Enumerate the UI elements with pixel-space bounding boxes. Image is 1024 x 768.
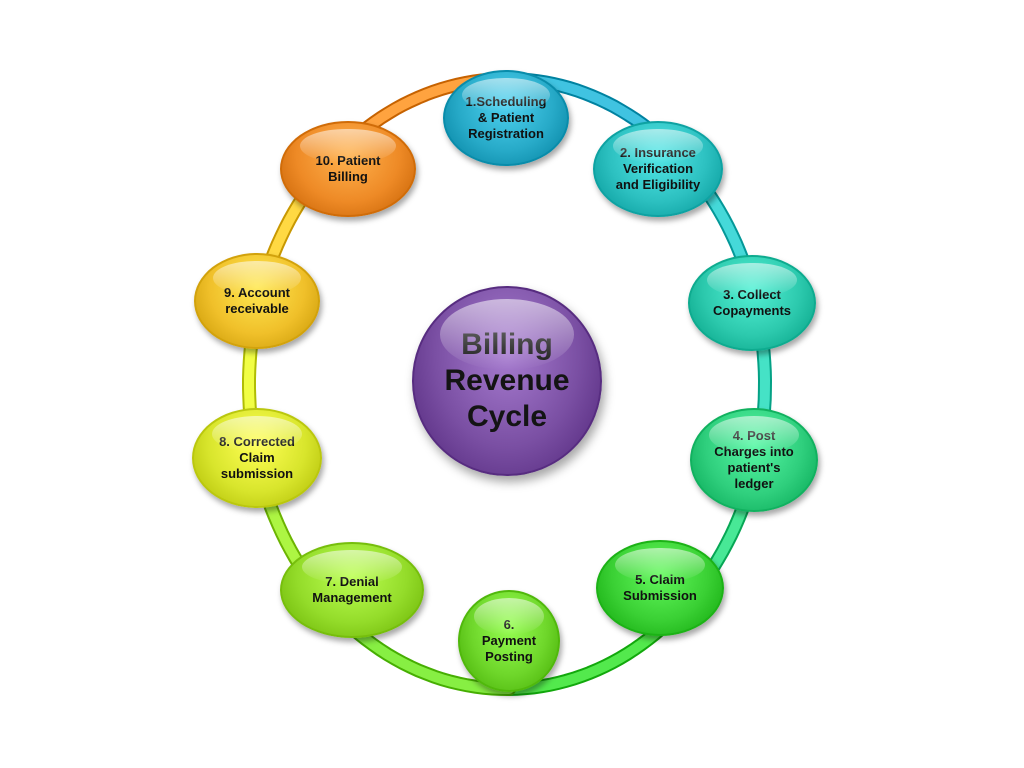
step-label: 7. Denial Management [312,574,392,605]
step-label: 3. Collect Copayments [712,287,792,318]
step-node-scheduling: 1.Scheduling & Patient Registration [443,70,569,166]
center-node-billing-revenue-cycle: Billing Revenue Cycle [412,286,602,476]
step-label: 4. Post Charges into patient's ledger [714,428,794,491]
step-node-claim-submission: 5. Claim Submission [596,540,724,636]
step-node-insurance-verification: 2. Insurance Verification and Eligibilit… [593,121,723,217]
step-label: 10. Patient Billing [315,153,381,184]
step-node-account-receivable: 9. Account receivable [194,253,320,349]
step-label: 5. Claim Submission [623,572,697,603]
step-label: 1.Scheduling & Patient Registration [465,94,547,141]
step-node-post-charges: 4. Post Charges into patient's ledger [690,408,818,512]
step-node-denial-management: 7. Denial Management [280,542,424,638]
step-node-corrected-claim: 8. Corrected Claim submission [192,408,322,508]
step-label: 9. Account receivable [224,285,290,316]
step-label: 6. Payment Posting [481,617,537,664]
ring-segment [504,623,667,694]
ring-segment [346,622,514,694]
step-node-patient-billing: 10. Patient Billing [280,121,416,217]
step-node-collect-copayments: 3. Collect Copayments [688,255,816,351]
step-label: 8. Corrected Claim submission [219,434,295,481]
center-label: Billing Revenue Cycle [444,328,570,433]
step-label: 2. Insurance Verification and Eligibilit… [615,145,701,192]
step-node-payment-posting: 6. Payment Posting [458,590,560,692]
